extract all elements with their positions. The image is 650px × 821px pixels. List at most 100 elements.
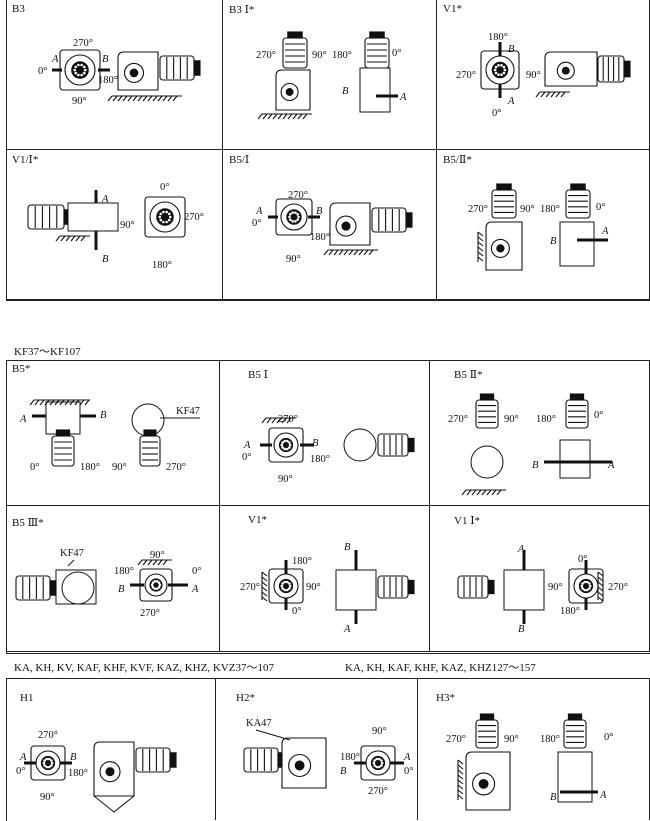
cell-label: B5/Ⅱ* xyxy=(443,154,472,166)
end-view xyxy=(268,427,304,463)
orientation-label: 180° xyxy=(340,752,360,763)
orientation-label: A xyxy=(403,752,411,763)
orientation-label: B xyxy=(342,86,349,97)
orientation-label: 0° xyxy=(404,766,413,777)
orientation-label: B xyxy=(550,792,557,803)
orientation-label: 0° xyxy=(242,452,251,463)
orientation-label: 180° xyxy=(540,734,560,745)
motor-icon xyxy=(364,31,390,69)
orientation-label: 270° xyxy=(288,190,308,201)
end-view xyxy=(139,568,173,602)
orientation-label: A xyxy=(607,460,615,471)
cell-label: V1* xyxy=(248,514,267,526)
orientation-label: KF47 xyxy=(176,406,200,417)
orientation-label: 90° xyxy=(72,96,87,107)
orientation-label: 90° xyxy=(40,792,55,803)
mount-hatch xyxy=(107,95,182,102)
orientation-label: B xyxy=(508,44,515,55)
cell-label: B3 xyxy=(12,3,25,15)
orientation-label: 0° xyxy=(392,48,401,59)
s2-cell-b5-iii: B5 Ⅲ* xyxy=(6,506,220,652)
motor-icon xyxy=(282,31,308,69)
motor-icon xyxy=(563,713,587,749)
orientation-label: 180° xyxy=(536,414,556,425)
cell-label: B5 Ⅲ* xyxy=(12,517,44,529)
orientation-label: 180° xyxy=(114,566,134,577)
orientation-label: A xyxy=(51,54,59,65)
orientation-label: 270° xyxy=(468,204,488,215)
motor-icon xyxy=(159,55,201,81)
orientation-label: 90° xyxy=(520,204,535,215)
s3-cell-h1: H1 xyxy=(6,678,216,820)
orientation-label: 270° xyxy=(278,414,298,425)
orientation-label: 0° xyxy=(604,732,613,743)
orientation-label: 0° xyxy=(160,182,169,193)
orientation-label: A xyxy=(599,790,607,801)
orientation-label: 90° xyxy=(372,726,387,737)
orientation-label: 270° xyxy=(368,786,388,797)
orientation-label: A xyxy=(601,226,609,237)
orientation-label: KF47 xyxy=(60,548,84,559)
cell-label: B5/Ⅰ xyxy=(229,154,250,166)
orientation-label: 0° xyxy=(30,462,39,473)
orientation-label: A xyxy=(243,440,251,451)
motor-icon xyxy=(565,393,589,429)
motor-icon xyxy=(371,207,413,233)
motor-icon xyxy=(139,429,161,467)
mount-hatch xyxy=(55,235,90,242)
orientation-label: 90° xyxy=(112,462,127,473)
cell-label: V1* xyxy=(443,3,462,15)
orientation-label: 270° xyxy=(446,734,466,745)
gearbox-housing xyxy=(117,51,159,91)
orientation-label: KA47 xyxy=(246,718,272,729)
orientation-label: 90° xyxy=(312,50,327,61)
s3-cell-h2: H2* xyxy=(216,678,418,820)
orientation-label: 0° xyxy=(594,410,603,421)
orientation-label: 90° xyxy=(120,220,135,231)
mount-hatch xyxy=(261,571,268,602)
mount-hatch xyxy=(137,559,172,566)
section3-grid xyxy=(6,678,650,821)
cell-label: H1 xyxy=(20,692,34,704)
s1-cell-b3: B3 xyxy=(6,0,223,150)
orientation-label: 0° xyxy=(192,566,201,577)
end-view xyxy=(144,196,186,238)
orientation-label: 270° xyxy=(240,582,260,593)
orientation-label: B xyxy=(312,438,319,449)
motor-icon xyxy=(475,393,499,429)
orientation-label: 180° xyxy=(310,232,330,243)
section3-header-left: KA, KH, KV, KAF, KHF, KVF, KAZ, KHZ, KVZ… xyxy=(14,662,274,674)
orientation-label: 180° xyxy=(68,768,88,779)
end-view xyxy=(275,198,313,236)
cell-label: B3 Ⅰ* xyxy=(229,4,255,16)
gearbox-housing xyxy=(485,221,523,271)
orientation-label: 90° xyxy=(306,582,321,593)
orientation-label: A xyxy=(517,544,525,555)
motor-icon xyxy=(377,433,415,457)
orientation-label: 90° xyxy=(526,70,541,81)
orientation-label: 90° xyxy=(548,582,563,593)
orientation-label: 90° xyxy=(504,414,519,425)
cell-label: H3* xyxy=(436,692,455,704)
orientation-label: 270° xyxy=(448,414,468,425)
mount-hatch xyxy=(597,571,604,602)
mount-hatch xyxy=(461,489,506,496)
cell-label: B5 Ⅱ* xyxy=(454,369,483,381)
orientation-label: B xyxy=(550,236,557,247)
motor-icon xyxy=(457,575,495,599)
motor-icon xyxy=(377,575,415,599)
section2-header: KF37～KF107 xyxy=(14,346,81,358)
orientation-label: A xyxy=(101,194,109,205)
orientation-label: 270° xyxy=(256,50,276,61)
orientation-label: B xyxy=(316,206,323,217)
orientation-label: 90° xyxy=(278,474,293,485)
s2-cell-b5: B5* xyxy=(6,360,220,506)
orientation-label: 180° xyxy=(488,32,508,43)
orientation-label: A xyxy=(255,206,263,217)
mount-hatch xyxy=(257,113,312,120)
section2-grid xyxy=(6,360,650,654)
orientation-label: A xyxy=(399,92,407,103)
gearbox-housing xyxy=(275,69,311,111)
orientation-label: 180° xyxy=(98,75,118,86)
